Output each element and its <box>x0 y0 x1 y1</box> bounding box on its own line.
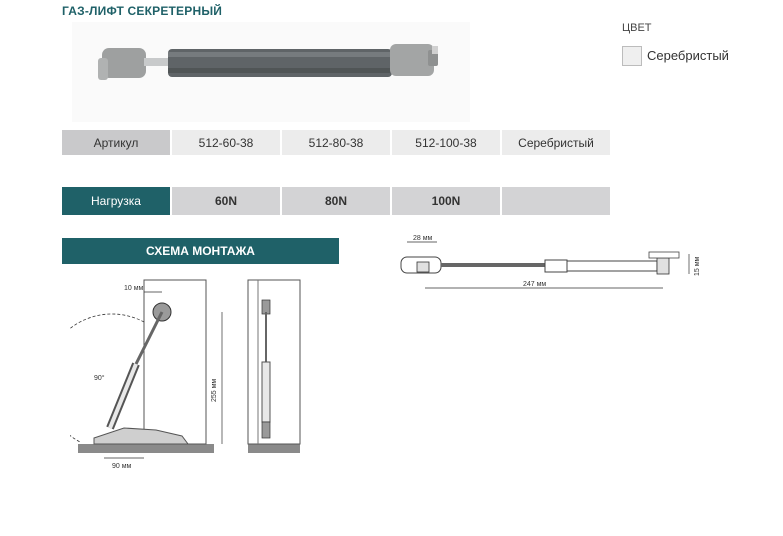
dim-top-offset: 10 мм <box>124 285 144 292</box>
article-cell: Серебристый <box>502 130 610 155</box>
drawing-cylinder <box>566 260 658 272</box>
article-cell: 512-60-38 <box>172 130 280 155</box>
color-label: ЦВЕТ <box>622 22 652 34</box>
cylinder-vertical <box>261 361 271 423</box>
load-cell: 100N <box>392 187 500 215</box>
load-cell: 60N <box>172 187 280 215</box>
load-header: Нагрузка <box>62 187 170 215</box>
article-header: Артикул <box>62 130 170 155</box>
right-end-cap <box>390 44 434 76</box>
gas-lift-image <box>98 44 438 80</box>
dim-15mm: 15 мм <box>694 256 701 276</box>
product-title: ГАЗ-ЛИФТ СЕКРЕТЕРНЫЙ <box>62 4 223 18</box>
cabinet-panel <box>143 279 207 445</box>
dim-height: 255 мм <box>211 379 218 402</box>
dim-angle: 90° <box>94 374 105 382</box>
dim-247mm: 247 мм <box>523 281 546 288</box>
load-cell: 80N <box>282 187 390 215</box>
load-cell <box>502 187 610 215</box>
shelf <box>78 444 214 453</box>
dim-28mm: 28 мм <box>413 235 433 242</box>
table-row-article: Артикул 512-60-38 512-80-38 512-100-38 С… <box>62 130 610 155</box>
dim-base: 90 мм <box>112 463 132 470</box>
left-end-cap <box>102 48 146 78</box>
product-photo <box>72 22 470 122</box>
scheme-header: СХЕМА МОНТАЖА <box>62 238 339 264</box>
table-row-load: Нагрузка 60N 80N 100N <box>62 187 610 215</box>
color-option-label: Серебристый <box>647 48 729 63</box>
mounting-scheme: 10 мм 90° 255 мм 90 мм <box>70 279 301 470</box>
technical-drawing: 28 мм 247 мм 15 мм <box>400 235 701 289</box>
hinge <box>93 427 189 445</box>
color-swatch-silver[interactable] <box>622 46 642 66</box>
piston-rod <box>144 58 170 66</box>
article-cell: 512-80-38 <box>282 130 390 155</box>
article-cell: 512-100-38 <box>392 130 500 155</box>
